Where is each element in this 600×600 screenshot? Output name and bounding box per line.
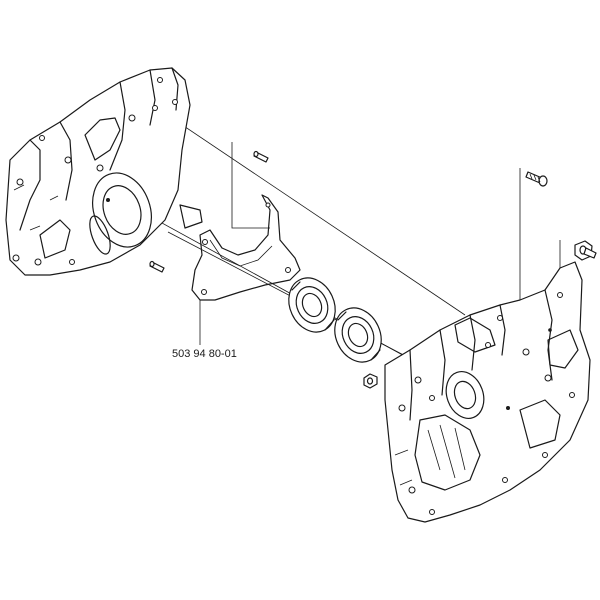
ball-bearing-1	[288, 277, 336, 333]
dowel-pin-lower	[149, 260, 165, 273]
hex-fitting	[574, 240, 597, 261]
small-nut	[363, 373, 378, 389]
screw	[525, 171, 548, 187]
ball-bearing-2	[334, 307, 382, 363]
left-crankcase-half	[5, 67, 203, 276]
dowel-pin-upper	[253, 150, 269, 163]
right-crankcase-half	[384, 261, 591, 523]
crankcase-gasket	[191, 194, 301, 301]
part-number-label: 503 94 80-01	[172, 348, 237, 360]
dowel-pins	[149, 150, 269, 273]
